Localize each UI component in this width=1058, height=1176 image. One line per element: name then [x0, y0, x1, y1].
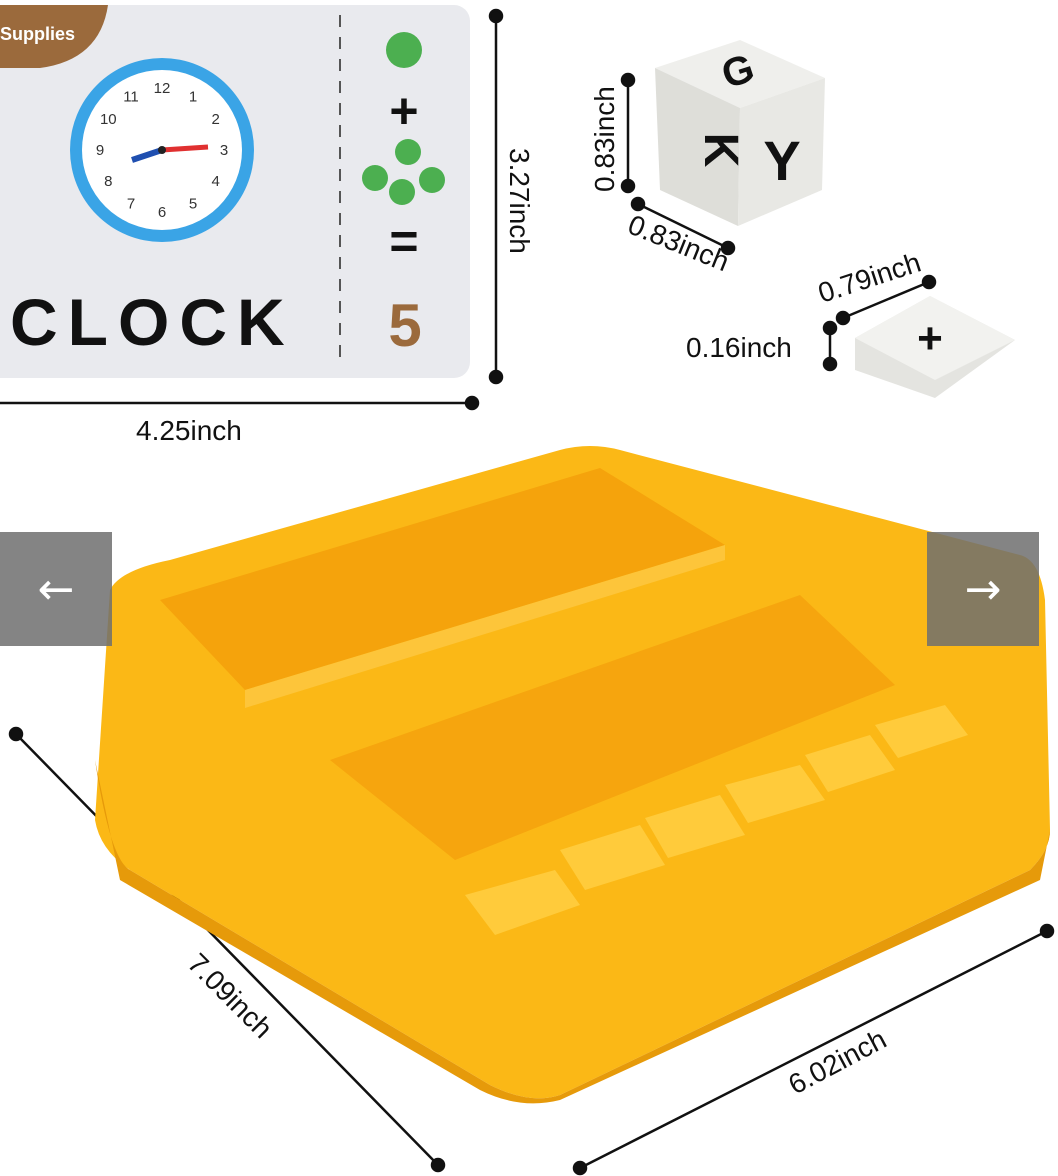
- next-image-button[interactable]: →: [927, 532, 1039, 646]
- clock-number: 11: [123, 88, 139, 105]
- clock-number: 6: [158, 204, 166, 221]
- arrow-left-icon: ←: [37, 563, 75, 615]
- yellow-tray: [95, 446, 1050, 1104]
- badge-text: Supplies: [0, 24, 75, 44]
- clock-number: 1: [189, 88, 197, 105]
- clock-number: 10: [100, 111, 117, 128]
- clock-number: 9: [96, 142, 104, 159]
- tile-height-label: 0.16inch: [686, 332, 792, 363]
- card-word: CLOCK: [10, 285, 295, 359]
- clock-number: 2: [212, 111, 220, 128]
- clock-number: 8: [104, 173, 112, 190]
- cube-width-label: 0.83inch: [624, 209, 734, 277]
- arrow-right-icon: →: [964, 563, 1002, 615]
- clock-number: 3: [220, 142, 228, 159]
- card-height-label: 3.27inch: [504, 148, 535, 254]
- minute-hand: [161, 144, 209, 153]
- card-answer: 5: [388, 292, 421, 359]
- tray-slot-tabs: [465, 705, 968, 935]
- hour-hand: [131, 147, 163, 163]
- badge-shape: [0, 5, 108, 68]
- clock-number: 12: [154, 80, 171, 97]
- plus-sign: +: [389, 83, 418, 139]
- symbol-tile: +: [855, 296, 1015, 398]
- cube-letter-left: K: [694, 133, 747, 168]
- letter-cube: G K Y: [655, 40, 825, 226]
- equals-sign: =: [389, 213, 418, 269]
- clock-number: 5: [189, 196, 197, 213]
- previous-image-button[interactable]: ←: [0, 532, 112, 646]
- card-width-label: 4.25inch: [136, 415, 242, 446]
- tray-width-label: 6.02inch: [783, 1023, 891, 1100]
- frogs-icon: [362, 139, 445, 205]
- clock-number: 4: [212, 173, 220, 190]
- cube-letter-right: Y: [763, 129, 800, 192]
- cube-height-label: 0.83inch: [589, 86, 620, 192]
- tile-width-label: 0.79inch: [814, 247, 924, 309]
- clock-number: 7: [127, 196, 135, 213]
- tile-symbol: +: [917, 314, 943, 363]
- frog-icon: [386, 32, 422, 68]
